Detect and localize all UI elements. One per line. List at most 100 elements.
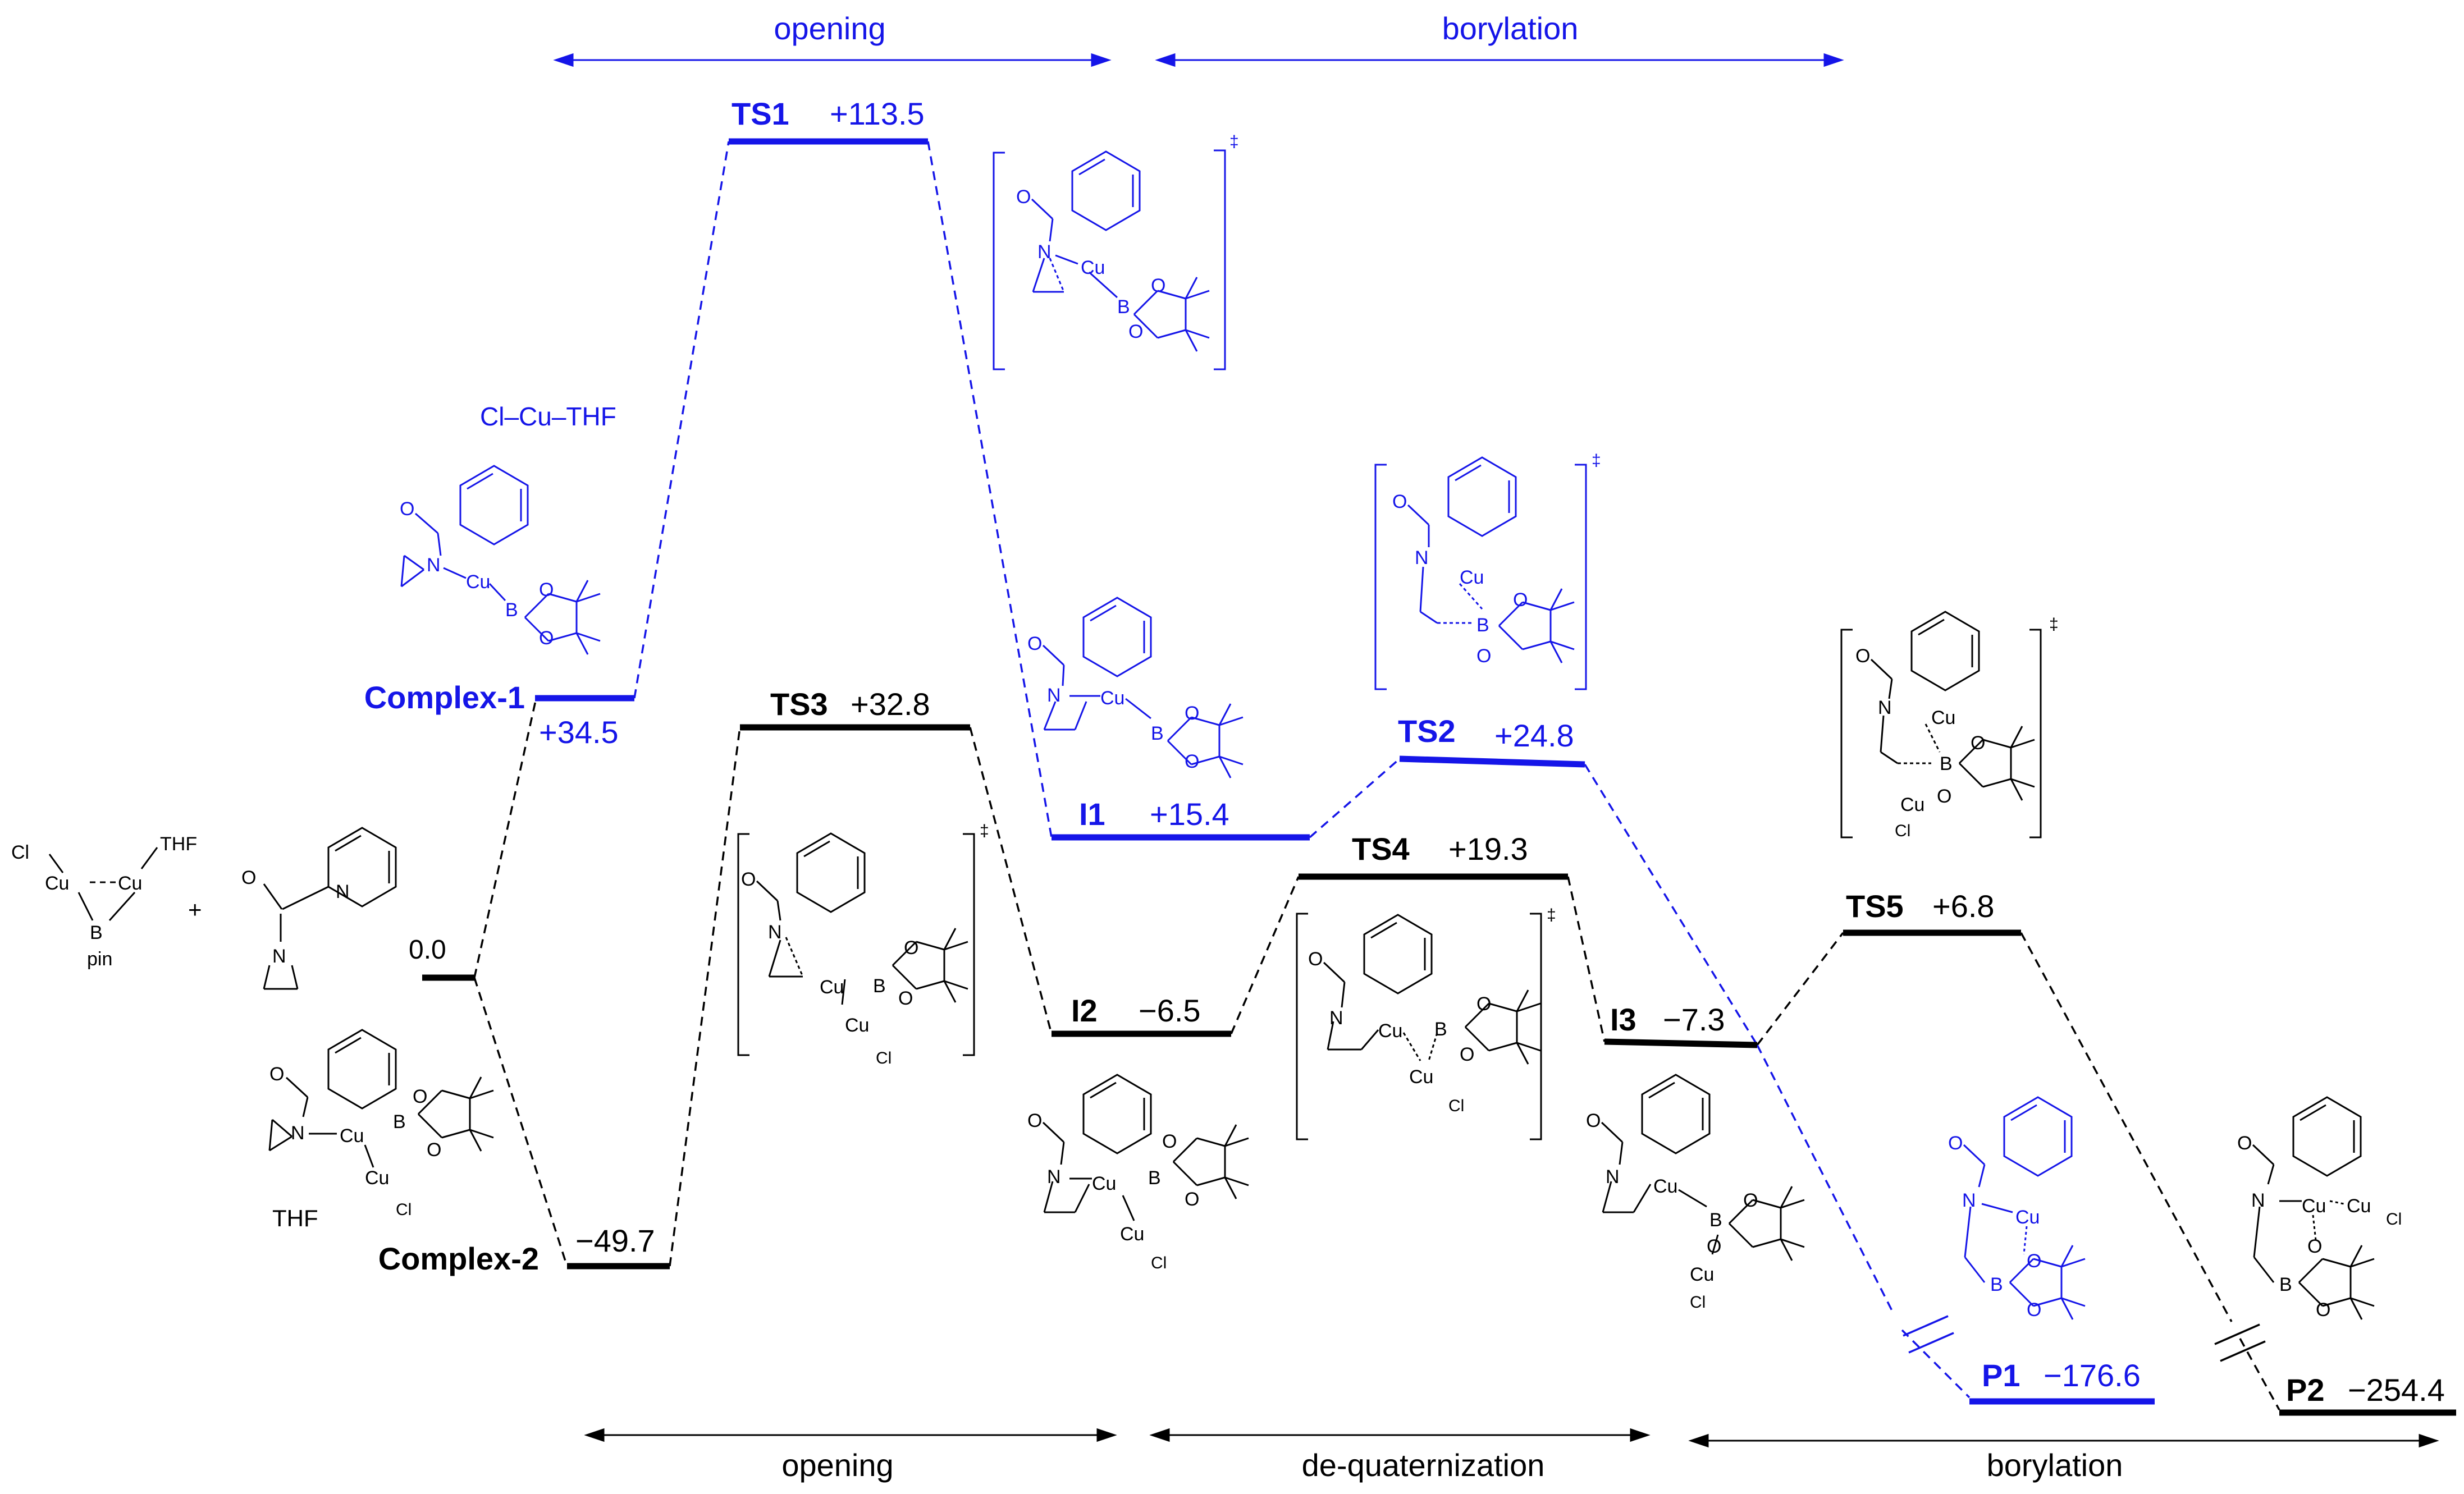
top-phase-arrows — [553, 53, 1844, 67]
structure-ts5 — [1840, 611, 2042, 838]
svg-text:Cl: Cl — [1690, 1293, 1706, 1312]
svg-text:O: O — [1971, 732, 1985, 754]
svg-text:Cu: Cu — [365, 1167, 389, 1189]
svg-text:N: N — [1962, 1190, 1976, 1211]
level-ts2 — [1399, 755, 1585, 768]
energy-i1: +15.4 — [1150, 796, 1229, 832]
svg-text:O: O — [2316, 1299, 2330, 1321]
svg-text:Cu: Cu — [1460, 567, 1484, 588]
name-ts4: TS4 — [1352, 831, 1410, 867]
svg-text:B: B — [1151, 723, 1164, 744]
svg-text:Cu: Cu — [1081, 257, 1105, 278]
svg-text:O: O — [269, 1064, 284, 1085]
structure-p1 — [1963, 1096, 2086, 1321]
svg-text:Cl: Cl — [1448, 1097, 1464, 1115]
svg-text:B: B — [1709, 1209, 1722, 1231]
energy-ts5: +6.8 — [1932, 888, 1995, 924]
svg-text:O: O — [539, 579, 554, 601]
black-path-connectors — [473, 698, 2280, 1410]
svg-text:O: O — [1185, 703, 1199, 724]
reactant-cl: Cl — [11, 842, 29, 863]
svg-text:‡: ‡ — [2049, 615, 2059, 634]
svg-text:O: O — [1392, 491, 1407, 512]
svg-text:O: O — [1128, 321, 1143, 342]
svg-text:O: O — [413, 1086, 427, 1107]
svg-text:Cu: Cu — [1100, 688, 1124, 709]
svg-text:O: O — [1308, 948, 1323, 970]
structure-complex1-atoms: O N Cu B O O — [400, 498, 554, 649]
svg-text:Cu: Cu — [1378, 1020, 1402, 1042]
name-i1: I1 — [1079, 796, 1105, 832]
svg-text:O: O — [427, 1139, 441, 1161]
structure-ts4 — [1296, 913, 1542, 1140]
svg-text:Cu: Cu — [1092, 1173, 1116, 1194]
svg-text:O: O — [1460, 1044, 1474, 1065]
black-axis-break — [2214, 1323, 2266, 1362]
energy-i3: −7.3 — [1663, 1002, 1725, 1037]
name-ts1: TS1 — [732, 96, 789, 131]
svg-text:O: O — [904, 937, 918, 959]
svg-text:O: O — [1185, 1189, 1199, 1210]
svg-text:Cl: Cl — [876, 1049, 892, 1067]
energy-start: 0.0 — [409, 935, 446, 965]
plus-sign: + — [188, 896, 202, 923]
name-i3: I3 — [1610, 1002, 1636, 1037]
svg-text:Cl: Cl — [1895, 822, 1910, 840]
structure-p1-atoms: O N Cu B O O — [1948, 1133, 2041, 1321]
svg-text:N: N — [427, 554, 441, 576]
bottom-phase-label-dequaternization: de-quaternization — [1302, 1447, 1545, 1483]
chloro-copper-thf-label: Cl–Cu–THF — [480, 402, 616, 431]
svg-text:Cu: Cu — [1931, 707, 1955, 728]
name-p2: P2 — [2286, 1372, 2325, 1408]
svg-text:Cu: Cu — [1409, 1066, 1433, 1088]
reactants — [48, 827, 397, 990]
svg-text:N: N — [1047, 685, 1061, 706]
svg-text:O: O — [1476, 993, 1491, 1015]
energy-complex1: +34.5 — [539, 714, 619, 750]
svg-text:B: B — [2279, 1274, 2292, 1295]
bottom-phase-label-borylation: borylation — [1987, 1447, 2123, 1483]
energy-complex2: −49.7 — [575, 1223, 655, 1258]
svg-text:O: O — [1513, 589, 1528, 611]
structure-complex2 — [268, 1029, 495, 1168]
ligand-pyridine-n: N — [336, 881, 350, 902]
svg-text:Cu: Cu — [820, 977, 844, 998]
svg-text:Cl: Cl — [396, 1200, 412, 1219]
structure-i2-atoms: O N Cu B O O Cu Cl — [1027, 1110, 1199, 1272]
svg-text:O: O — [898, 988, 913, 1009]
structure-i3-atoms: O N Cu B O O Cu Cl — [1586, 1110, 1758, 1312]
level-i3 — [1604, 1038, 1758, 1048]
structure-i1 — [1042, 597, 1244, 779]
svg-text:O: O — [1707, 1236, 1721, 1257]
structure-ts3-atoms: O N Cu B O O Cu Cl ‡ — [741, 822, 989, 1067]
svg-text:Cu: Cu — [1690, 1264, 1714, 1285]
name-complex1: Complex-1 — [364, 680, 525, 715]
svg-text:Cu: Cu — [2302, 1195, 2326, 1217]
blue-path-connectors — [633, 141, 1971, 1399]
reactant-thf: THF — [160, 833, 197, 855]
svg-text:‡: ‡ — [1229, 132, 1239, 151]
structure-i3 — [1601, 1074, 1805, 1262]
reactant-cu2: Cu — [118, 873, 142, 894]
svg-text:O: O — [400, 498, 414, 520]
energy-ts3: +32.8 — [851, 686, 930, 722]
svg-text:O: O — [1027, 633, 1042, 654]
top-phase-label-borylation: borylation — [1442, 11, 1579, 46]
svg-text:Cu: Cu — [2347, 1195, 2371, 1217]
svg-text:B: B — [1990, 1274, 2003, 1295]
name-complex2: Complex-2 — [378, 1241, 539, 1276]
energy-p2: −254.4 — [2348, 1372, 2445, 1408]
svg-text:N: N — [768, 922, 782, 943]
structure-ts2-atoms: O N Cu B O O ‡ — [1392, 451, 1601, 667]
svg-text:O: O — [2307, 1236, 2322, 1257]
svg-text:O: O — [2027, 1299, 2041, 1321]
energy-p1: −176.6 — [2044, 1358, 2141, 1393]
svg-text:O: O — [2027, 1250, 2041, 1272]
svg-text:Cl: Cl — [1151, 1254, 1167, 1272]
structure-ts2 — [1374, 456, 1587, 690]
svg-text:O: O — [1855, 645, 1870, 667]
svg-text:O: O — [1937, 786, 1951, 807]
bottom-phase-arrows — [584, 1428, 2439, 1448]
thf-label: THF — [272, 1205, 318, 1231]
structure-ts5-atoms: O N Cu B O O Cu Cl ‡ — [1855, 615, 2059, 840]
